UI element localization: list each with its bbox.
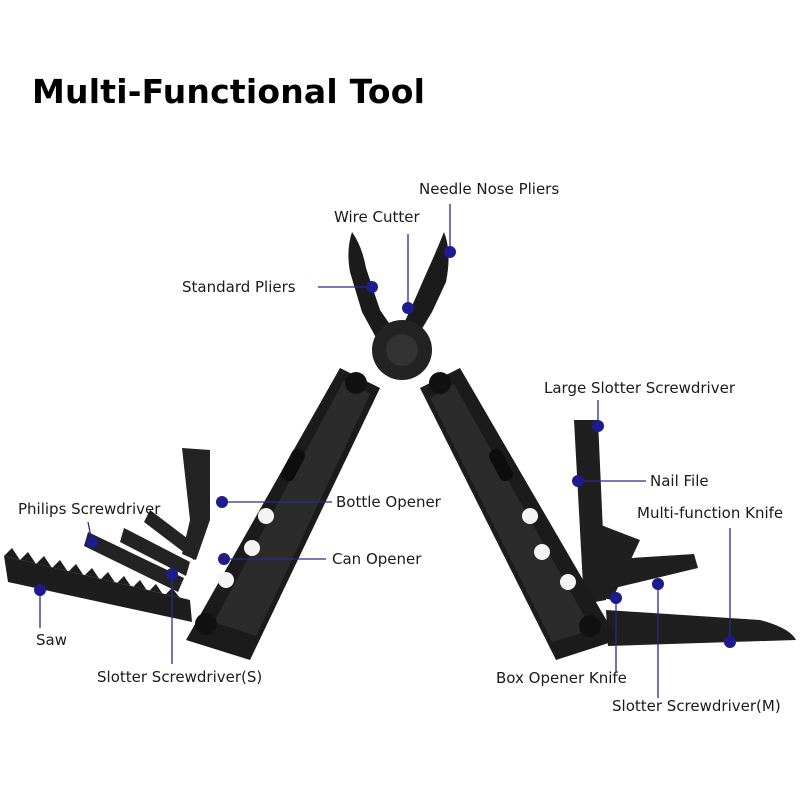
marker-box-opener-knife (610, 592, 622, 604)
marker-bottle-opener (216, 496, 228, 508)
label-slotter-screwdriver-m: Slotter Screwdriver(M) (612, 697, 781, 715)
right-fanned-tools (574, 420, 796, 646)
label-box-opener-knife: Box Opener Knife (496, 669, 627, 687)
marker-saw (34, 584, 46, 596)
marker-needle-nose-pliers (444, 246, 456, 258)
left-fanned-tools (84, 448, 210, 592)
saw-blade (4, 548, 192, 622)
label-bottle-opener: Bottle Opener (336, 493, 441, 511)
label-nail-file: Nail File (650, 472, 709, 490)
marker-standard-pliers (366, 281, 378, 293)
marker-wire-cutter (402, 302, 414, 314)
leader-lines (39, 204, 731, 698)
label-wire-cutter: Wire Cutter (334, 208, 420, 226)
marker-slotter-screwdriver-s (166, 568, 178, 580)
marker-large-slotter-screwdriver (592, 420, 604, 432)
page-title: Multi-Functional Tool (32, 72, 426, 111)
label-saw: Saw (36, 631, 67, 649)
marker-slotter-screwdriver-m (652, 578, 664, 590)
pliers-jaws (348, 232, 449, 380)
label-needle-nose-pliers: Needle Nose Pliers (419, 180, 560, 198)
callout-markers (34, 246, 736, 648)
label-standard-pliers: Standard Pliers (182, 278, 296, 296)
label-philips-screwdriver: Philips Screwdriver (18, 500, 161, 518)
marker-philips-screwdriver (86, 536, 98, 548)
label-can-opener: Can Opener (332, 550, 422, 568)
marker-nail-file (572, 475, 584, 487)
marker-multi-function-knife (724, 636, 736, 648)
label-large-slotter-screwdriver: Large Slotter Screwdriver (544, 379, 735, 397)
label-multi-function-knife: Multi-function Knife (637, 504, 784, 522)
label-slotter-screwdriver-s: Slotter Screwdriver(S) (97, 668, 263, 686)
marker-can-opener (218, 553, 230, 565)
right-handle (420, 368, 618, 660)
left-handle (186, 368, 380, 660)
